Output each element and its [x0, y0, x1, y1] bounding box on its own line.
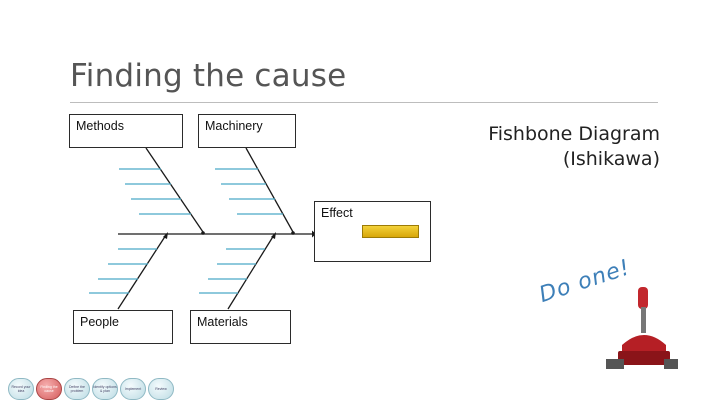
ribs-methods [119, 168, 191, 215]
category-box-methods: Methods [69, 114, 183, 148]
bone-methods-tip [201, 231, 205, 235]
stamp-illustration [606, 287, 678, 369]
ribs-people [89, 248, 157, 294]
bone-machinery [245, 147, 294, 233]
diagram-caption: Fishbone Diagram (Ishikawa) [488, 122, 660, 172]
nav-step-implement[interactable]: Implement [120, 378, 146, 400]
category-label-methods: Methods [76, 119, 124, 133]
effect-label: Effect [321, 206, 353, 220]
category-label-materials: Materials [197, 315, 248, 329]
category-box-people: People [73, 310, 173, 344]
process-nav: Record your idea Finding the cause Defin… [8, 378, 174, 400]
bone-materials-arrowhead [271, 232, 276, 239]
title-divider [70, 102, 658, 103]
category-box-machinery: Machinery [198, 114, 296, 148]
category-label-machinery: Machinery [205, 119, 263, 133]
nav-step-options[interactable]: Identify options & plan [92, 378, 118, 400]
nav-step-define[interactable]: Define the problem [64, 378, 90, 400]
ribs-machinery [215, 168, 283, 215]
category-label-people: People [80, 315, 119, 329]
nav-step-review[interactable]: Review [148, 378, 174, 400]
nav-step-record[interactable]: Record your idea [8, 378, 34, 400]
effect-highlight-bar [362, 225, 419, 238]
bone-methods [145, 147, 204, 233]
page-title: Finding the cause [70, 58, 347, 94]
ribs-materials [199, 248, 265, 294]
bone-people-arrowhead [163, 232, 168, 239]
caption-line-2: (Ishikawa) [562, 148, 660, 170]
caption-line-1: Fishbone Diagram [488, 123, 660, 145]
bone-machinery-tip [291, 231, 295, 235]
bone-people [117, 234, 167, 310]
bone-materials [227, 234, 275, 310]
nav-step-cause[interactable]: Finding the cause [36, 378, 62, 400]
category-box-materials: Materials [190, 310, 291, 344]
